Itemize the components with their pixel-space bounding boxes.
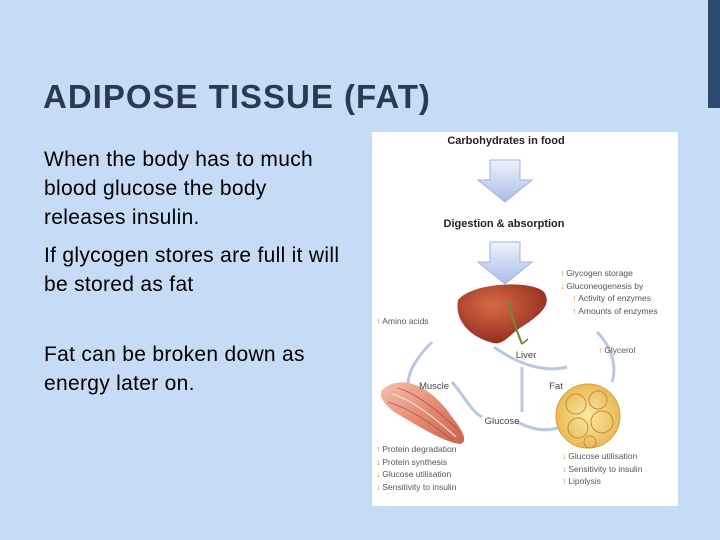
glucose-label: Glucose (485, 416, 520, 427)
header-label: Carbohydrates in food (447, 135, 564, 147)
flow-arrow-icon (476, 241, 534, 285)
muscle-label: Muscle (419, 381, 449, 392)
metabolism-diagram: Carbohydrates in food Digestion & absorp… (380, 135, 621, 449)
up-arrow-icon: Glycerol (598, 344, 635, 357)
slide-title: ADIPOSE TISSUE (FAT) (43, 78, 431, 115)
down-arrow-icon: Gluconeogenesis by (560, 280, 658, 293)
digestion-label: Digestion & absorption (444, 218, 565, 230)
muscle-effects-list: Protein degradation Protein synthesis Gl… (376, 443, 456, 493)
accent-bar (708, 0, 720, 108)
down-arrow-icon: Sensitivity to insulin (562, 463, 642, 476)
amino-acids-indicator: Amino acids (376, 315, 428, 328)
up-arrow-icon: Amino acids (376, 315, 428, 328)
up-arrow-icon: Activity of enzymes (560, 292, 658, 305)
paragraph-fat-energy: Fat can be broken down as energy later o… (44, 343, 305, 395)
fat-effects-list: Glucose utilisation Sensitivity to insul… (562, 450, 642, 488)
fat-label: Fat (549, 381, 563, 392)
fat-image (555, 383, 621, 449)
flow-arrow-icon (476, 159, 534, 203)
liver-image (457, 284, 547, 345)
up-arrow-icon: Amounts of enzymes (560, 305, 657, 318)
up-arrow-icon: Protein degradation (376, 443, 456, 456)
glycerol-indicator: Glycerol (598, 344, 635, 357)
cycle-arrow (493, 345, 568, 371)
down-arrow-icon: Protein synthesis (376, 456, 456, 469)
paragraph-glycogen: If glycogen stores are full it will be s… (44, 244, 340, 296)
cycle-arrow (595, 330, 616, 383)
up-arrow-icon: Glycogen storage (560, 267, 658, 280)
down-arrow-icon: Glucose utilisation (376, 468, 456, 481)
liver-label: Liver (516, 350, 537, 361)
up-arrow-icon: Lipolysis (562, 475, 642, 488)
down-arrow-icon: Glucose utilisation (562, 450, 642, 463)
liver-effects-list: Glycogen storage Gluconeogenesis by Acti… (560, 267, 658, 318)
muscle-image (380, 382, 465, 444)
down-arrow-icon: Sensitivity to insulin (376, 481, 456, 494)
metabolism-figure: Carbohydrates in food Digestion & absorp… (372, 132, 678, 506)
paragraph-insulin: When the body has to much blood glucose … (44, 148, 313, 229)
cycle-arrow (450, 381, 483, 419)
